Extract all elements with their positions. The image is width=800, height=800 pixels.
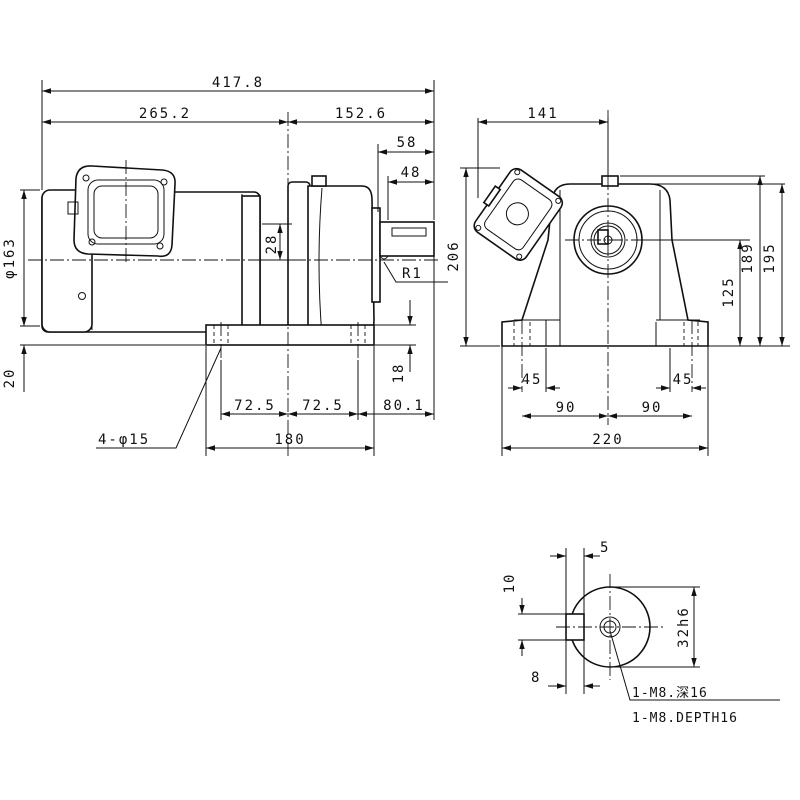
- shaft-end-detail: 5 10 8 32h6 1-M8.深16 1-M8.DEPTH16: [502, 540, 780, 726]
- dim-motor-length: 265.2: [139, 106, 191, 122]
- dim-key-8: 8: [531, 670, 541, 686]
- dim-base-length: 180: [274, 432, 305, 448]
- dim-shaft-48: 48: [401, 165, 422, 181]
- dim-half-right-90: 90: [642, 400, 663, 416]
- note-tap-en: 1-M8.DEPTH16: [632, 711, 738, 726]
- gear-housing: [307, 185, 375, 339]
- dim-front-141: 141: [527, 106, 558, 122]
- dim-front-125: 125: [721, 276, 737, 307]
- dim-motor-diameter: φ163: [2, 237, 18, 279]
- motor-flange: [241, 195, 261, 329]
- note-tap-jp: 1-M8.深16: [632, 686, 708, 701]
- output-shaft: [379, 221, 435, 257]
- dim-shaft-diameter: 32h6: [676, 606, 692, 648]
- front-view: 141 206 125 189 195 45 45 90 90 220: [446, 106, 790, 456]
- dim-half-left-90: 90: [556, 400, 577, 416]
- note-mount-holes: 4-φ15: [98, 432, 150, 448]
- dim-shaft-height-28: 28: [264, 234, 280, 255]
- dim-radius-r1: R1: [402, 266, 423, 282]
- dim-hole-spacing-left: 72.5: [234, 398, 276, 414]
- dim-shaft-58: 58: [397, 135, 418, 151]
- dim-front-195: 195: [762, 242, 778, 273]
- dim-gear-length: 152.6: [335, 106, 387, 122]
- dim-overall-length: 417.8: [212, 75, 264, 91]
- side-base: [205, 324, 375, 346]
- dim-foot-left-45: 45: [522, 372, 543, 388]
- dim-key-10: 10: [502, 573, 518, 594]
- dim-base-18: 18: [391, 363, 407, 384]
- terminal-box: [73, 165, 176, 258]
- side-view: 417.8 265.2 152.6 58 48 φ163 20 28 R1 18…: [2, 75, 448, 456]
- dim-base-width-220: 220: [592, 432, 623, 448]
- dim-key-width-5: 5: [600, 540, 610, 556]
- dim-base-20: 20: [2, 368, 18, 389]
- dim-front-206: 206: [446, 240, 462, 271]
- dim-foot-right-45: 45: [673, 372, 694, 388]
- dim-overhang: 80.1: [383, 398, 425, 414]
- dim-front-189: 189: [740, 242, 756, 273]
- dim-hole-spacing-right: 72.5: [302, 398, 344, 414]
